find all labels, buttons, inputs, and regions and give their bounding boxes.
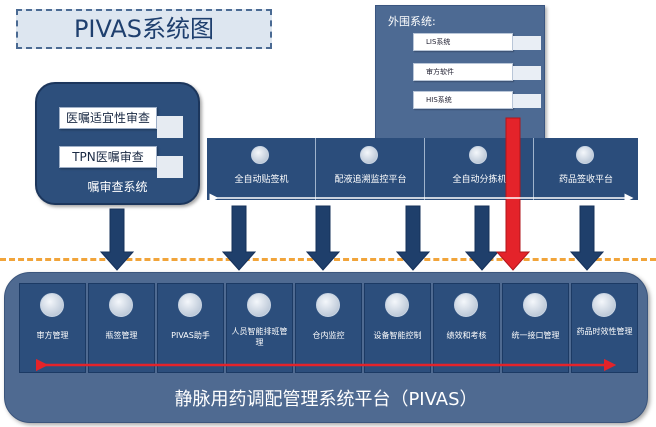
equipment-labeler-icon (251, 146, 269, 164)
arrow-trace-left-to-platform (305, 205, 341, 271)
module-device-control-label: 设备智能控制 (373, 331, 422, 340)
module-label-management-icon (109, 293, 133, 317)
review-item-suitability: 医嘱适宜性审查 (59, 107, 157, 129)
arrow-trace-right-to-platform (395, 205, 431, 271)
equipment-labeler-label: 全自动贴签机 (234, 175, 289, 185)
external-system-lis: LIS系统 (413, 33, 513, 51)
equipment-receiving-platform-label: 药品签收平台 (558, 175, 613, 185)
review-item-tpn: TPN医嘱审查 (59, 146, 157, 168)
platform-label: 静脉用药调配管理系统平台（PIVAS） (174, 389, 478, 410)
external-system-audit-tail (513, 66, 541, 80)
module-warehouse-monitoring-icon (316, 293, 340, 317)
module-warehouse-monitoring-label: 仓内监控 (312, 331, 345, 340)
equipment-sorter-label: 全自动分拣机 (452, 175, 507, 185)
module-drug-timeliness-label: 药品时效性管理 (576, 327, 633, 336)
module-pivas-assistant-label: PIVAS助手 (171, 331, 210, 340)
equipment-sorter-icon (469, 146, 487, 164)
module-interface-management-icon (523, 293, 547, 317)
external-system-audit: 审方软件 (413, 63, 513, 81)
diagram-title: PIVAS系统图 (16, 9, 272, 49)
module-prescription-review-label: 审方管理 (36, 331, 69, 340)
external-system-his-tail (513, 94, 541, 108)
external-system-lis-tail (513, 36, 541, 50)
equipment-trace-platform-label: 配液追溯监控平台 (334, 175, 407, 185)
order-review-system-label: 嘱审查系统 (87, 180, 148, 194)
module-performance-assessment-label: 绩效和考核 (446, 331, 487, 340)
module-interface-management-label: 统一接口管理 (511, 331, 560, 340)
review-item-tpn-tail (157, 156, 183, 178)
module-label-management-label: 瓶签管理 (105, 331, 138, 340)
external-systems-title: 外围系统: (388, 15, 436, 28)
arrow-receiving-to-platform (569, 205, 605, 271)
arrow-review-to-platform (99, 208, 135, 271)
module-performance-assessment-icon (454, 293, 478, 317)
arrow-sorter-to-platform (464, 205, 500, 271)
module-staff-scheduling-label: 人员智能排班管理 (231, 327, 288, 347)
arrow-external-to-platform (495, 117, 531, 271)
arrow-labeler-to-platform (221, 205, 257, 271)
module-staff-scheduling-icon (247, 293, 271, 317)
module-device-control-icon (385, 293, 409, 317)
module-pivas-assistant-icon (178, 293, 202, 317)
equipment-trace-platform-icon (360, 146, 378, 164)
module-prescription-review-icon (40, 293, 64, 317)
equipment-receiving-platform-icon (576, 146, 594, 164)
review-item-suitability-tail (157, 116, 183, 138)
module-drug-timeliness-icon (592, 293, 616, 317)
external-system-his: HIS系统 (413, 91, 513, 109)
order-review-system-box (35, 82, 200, 205)
